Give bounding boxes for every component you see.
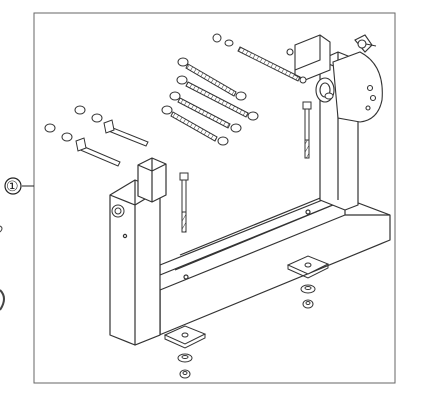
edge-fragments	[0, 225, 5, 311]
u-frame	[109, 51, 391, 346]
bolt-upper-left	[74, 105, 149, 147]
u-frame-bottom-bar	[134, 197, 391, 346]
threaded-rod-3	[176, 75, 259, 121]
bolt-lower-left	[44, 123, 121, 167]
callout-1-label: ①	[6, 179, 19, 195]
threaded-rods	[161, 33, 307, 146]
vertical-bolts	[179, 101, 312, 233]
vertical-bolt-right	[302, 101, 312, 159]
base-plate-left	[163, 325, 207, 379]
left-post-bolt	[111, 204, 125, 218]
base-plate-right	[286, 255, 330, 309]
callout-1-circle	[4, 177, 22, 195]
drawing-frame	[33, 12, 396, 384]
threaded-rod-1	[212, 33, 307, 84]
left-bolts	[44, 105, 149, 167]
threaded-rod-2	[177, 57, 247, 101]
vertical-bolt-center	[179, 172, 189, 233]
threaded-rod-4	[169, 91, 242, 133]
rail-nut	[324, 92, 334, 100]
threaded-rod-5	[161, 105, 229, 146]
callout-1: ①	[4, 177, 34, 195]
hinge-bracket	[286, 34, 383, 123]
